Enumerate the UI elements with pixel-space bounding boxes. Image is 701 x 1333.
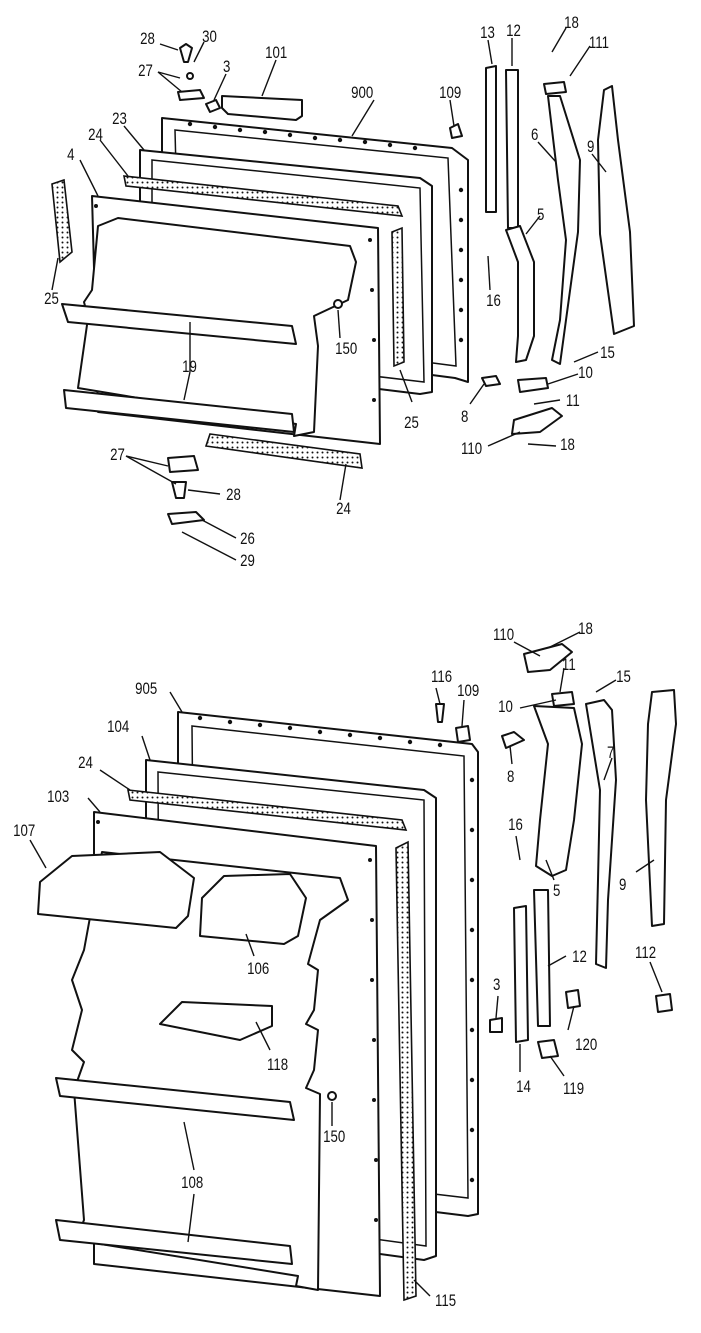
callout-label: 150 (335, 340, 357, 359)
callout-label: 112 (635, 944, 656, 963)
callout-label: 110 (493, 626, 514, 645)
callout-label: 18 (578, 620, 593, 639)
dairy-cover-107 (37, 851, 195, 929)
inner-liner-103 (55, 811, 381, 1297)
leader-lines-bottom (29, 631, 663, 1297)
callout-label: 15 (600, 344, 615, 363)
breaker-strip-24 (127, 789, 408, 831)
callout-label: 905 (135, 680, 157, 699)
callout-label: 111 (589, 34, 609, 53)
callout-label: 11 (562, 656, 576, 675)
callout-label: 13 (480, 24, 495, 43)
panel-holes (187, 121, 464, 343)
callout-label: 16 (486, 292, 501, 311)
leader-lines-top (51, 27, 607, 561)
hinge-parts-top (167, 43, 635, 525)
callout-label: 106 (247, 960, 269, 979)
callout-label: 109 (457, 682, 479, 701)
callout-label: 900 (351, 84, 373, 103)
breaker-strip-24-top (123, 175, 404, 217)
callout-label: 110 (461, 440, 482, 459)
callout-label: 24 (336, 500, 351, 519)
callout-label: 109 (439, 84, 461, 103)
callout-labels-top: 28 30 27 3 101 13 12 18 111 900 109 23 2… (44, 14, 615, 571)
callout-label: 24 (88, 126, 103, 145)
callout-label: 18 (564, 14, 579, 33)
callout-label: 14 (516, 1078, 531, 1097)
callout-label: 26 (240, 530, 255, 549)
handle-101 (221, 95, 303, 121)
callout-label: 27 (110, 446, 125, 465)
breaker-strip-115 (395, 840, 417, 1302)
dairy-cover-106 (199, 873, 307, 945)
callout-label: 10 (498, 698, 513, 717)
callout-label: 19 (182, 358, 197, 377)
top-door-assembly (51, 27, 635, 561)
callout-label: 28 (140, 30, 155, 49)
callout-labels-bottom: 110 18 116 109 11 15 905 10 104 8 24 103… (13, 620, 656, 1311)
callout-label: 8 (461, 408, 468, 427)
callout-label: 103 (47, 788, 69, 807)
callout-label: 104 (107, 718, 130, 737)
callout-label: 9 (587, 138, 594, 157)
callout-label: 30 (202, 28, 217, 47)
callout-label: 3 (493, 976, 500, 995)
callout-label: 10 (578, 364, 593, 383)
callout-label: 28 (226, 486, 241, 505)
callout-label: 108 (181, 1174, 203, 1193)
callout-label: 15 (616, 668, 631, 687)
callout-label: 6 (531, 126, 538, 145)
callout-label: 3 (223, 58, 230, 77)
panel-holes-bottom (197, 715, 475, 1183)
callout-label: 116 (431, 668, 452, 687)
callout-label: 12 (506, 22, 521, 41)
callout-label: 25 (404, 414, 419, 433)
breaker-strip-24-bottom (204, 433, 363, 469)
callout-label: 24 (78, 754, 93, 773)
bottom-door-assembly (29, 631, 677, 1302)
callout-label: 120 (575, 1036, 597, 1055)
callout-label: 25 (44, 290, 59, 309)
breaker-strip-25-left (51, 178, 73, 264)
hinge-parts-bottom (327, 643, 677, 1101)
callout-label: 7 (607, 744, 614, 763)
callout-label: 8 (507, 768, 514, 787)
breaker-strip-25-right (391, 226, 405, 368)
callout-label: 29 (240, 552, 255, 571)
callout-label: 27 (138, 62, 153, 81)
callout-label: 5 (553, 882, 560, 901)
inner-liner-4 (61, 195, 381, 445)
callout-label: 11 (566, 392, 580, 411)
callout-label: 118 (267, 1056, 288, 1075)
callout-label: 5 (537, 206, 544, 225)
tray-118 (159, 1001, 273, 1041)
callout-label: 16 (508, 816, 523, 835)
callout-label: 119 (563, 1080, 584, 1099)
callout-label: 9 (619, 876, 626, 895)
callout-label: 4 (67, 146, 75, 165)
callout-label: 18 (560, 436, 575, 455)
callout-label: 150 (323, 1128, 345, 1147)
callout-label: 115 (435, 1292, 456, 1311)
callout-label: 12 (572, 948, 587, 967)
callout-label: 101 (265, 44, 287, 63)
callout-label: 107 (13, 822, 35, 841)
callout-label: 23 (112, 110, 127, 129)
